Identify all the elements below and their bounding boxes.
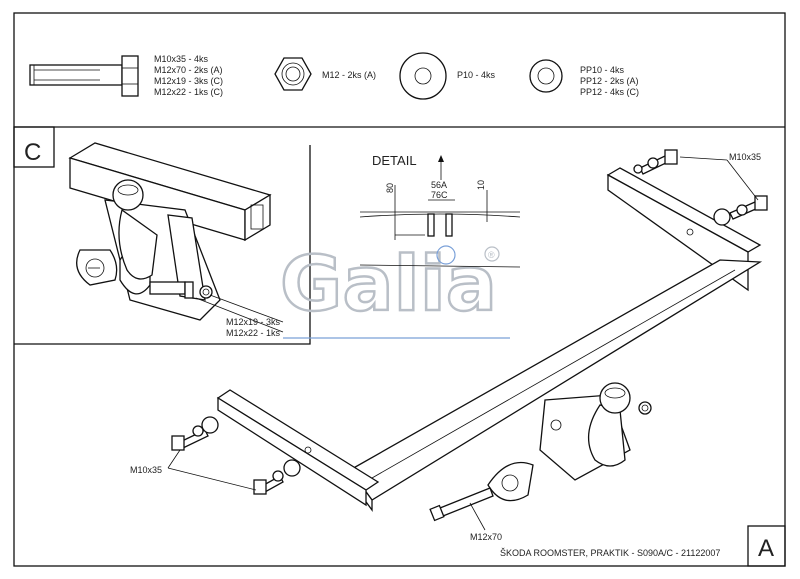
bolt-m12x70 <box>429 487 494 522</box>
view-c-letter: C <box>24 139 41 166</box>
view-c-callout-1: M12x19 - 3ks <box>226 317 281 327</box>
washer-small-spec-2: PP12 - 2ks (A) <box>580 76 639 86</box>
detail-title: DETAIL <box>372 153 417 168</box>
watermark-text: Galia <box>280 239 497 328</box>
bolt-spec-4: M12x22 - 1ks (C) <box>154 87 223 97</box>
view-a-letter: A <box>758 535 774 562</box>
view-a-box <box>747 525 786 567</box>
washer-small-spec-1: PP10 - 4ks <box>580 65 625 75</box>
detail-dim-80: 80 <box>385 183 395 193</box>
socket-plate <box>76 249 118 286</box>
left-bracket <box>216 389 380 491</box>
detail-dim-10: 10 <box>476 180 486 190</box>
drawing-frame <box>13 12 786 567</box>
nut-spec: M12 - 2ks (A) <box>322 70 376 80</box>
washer-small-spec-3: PP12 - 4ks (C) <box>580 87 639 97</box>
callout-top-right-m10x35: M10x35 <box>729 152 761 162</box>
galia-watermark: Galia ® <box>279 238 500 329</box>
view-c-callout-2: M12x22 - 1ks <box>226 328 281 338</box>
nut-icon <box>274 57 312 91</box>
parts-legend: M10x35 - 4ks M12x70 - 2ks (A) M12x19 - 3… <box>29 52 639 100</box>
main-socket <box>487 461 534 502</box>
callout-m12x70: M12x70 <box>470 532 502 542</box>
washer-large-spec: P10 - 4ks <box>457 70 496 80</box>
bolt-spec-1: M10x35 - 4ks <box>154 54 209 64</box>
hitch-tube <box>68 142 272 242</box>
detail-view: DETAIL 56A 76C 80 10 <box>359 153 521 268</box>
tow-ball <box>112 179 158 280</box>
view-c-inset: C <box>13 126 510 345</box>
detail-dim-76c: 76C <box>431 190 448 200</box>
detail-dim-56a: 56A <box>431 180 447 190</box>
main-ball-mount <box>539 382 652 481</box>
c-bolts <box>149 281 213 299</box>
bolts-top-right <box>633 149 768 226</box>
washer-large-icon <box>399 52 447 100</box>
drawing-footer: ŠKODA ROOMSTER, PRAKTIK - S090A/C - 2112… <box>500 548 720 558</box>
bolt-icon <box>29 55 139 97</box>
main-towbar: M12x70 M10x35 M10x35 <box>130 149 768 542</box>
bolt-spec-3: M12x19 - 3ks (C) <box>154 76 223 86</box>
washer-small-icon <box>529 59 563 93</box>
bolts-left <box>171 416 301 495</box>
callout-left-m10x35: M10x35 <box>130 465 162 475</box>
watermark-registered: ® <box>488 250 495 260</box>
bolt-spec-2: M12x70 - 2ks (A) <box>154 65 223 75</box>
